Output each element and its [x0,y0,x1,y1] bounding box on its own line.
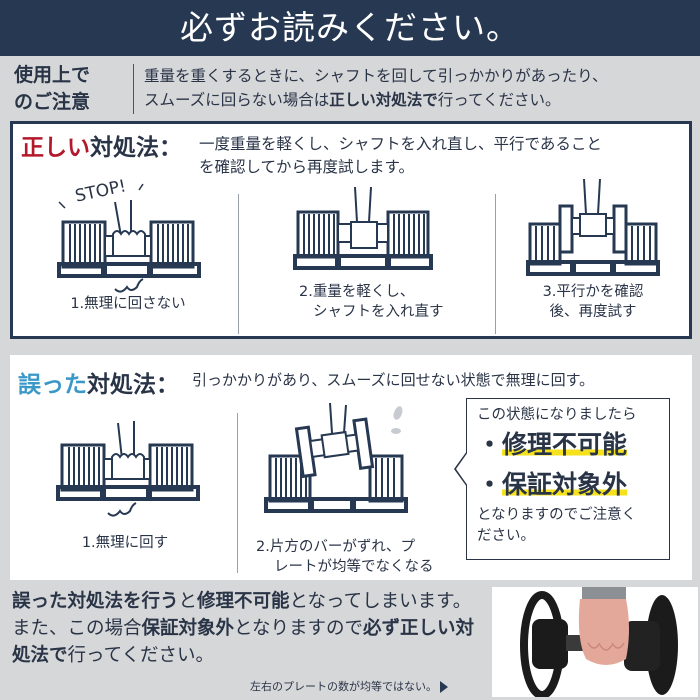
correct-step-1: STOP! 1.無理に回さない [43,174,213,314]
step-caption: 2.片方のバーがずれ、プ [256,539,415,555]
column-divider [237,413,238,573]
column-divider [238,194,239,334]
dumbbell-reinsert-illustration [293,186,433,270]
bottom-emphasis: 誤った対処法を行う [12,591,179,612]
svg-text:STOP!: STOP! [73,176,128,206]
callout-highlight: 修理不可能 [502,430,628,459]
dumbbell-stop-illustration: STOP! [57,176,201,293]
wrong-title-accent: 誤った [18,372,87,398]
callout-item-no-warranty: ・保証対象外 [477,470,628,499]
bottom-text-part: となってしまいます。また、この場合 [12,591,472,639]
wrong-step-2: 2.片方のバーがずれ、プ レートが均等でなくなる [250,401,460,577]
correct-title-accent: 正しい [21,135,90,161]
notice-text-part: 行ってください。 [437,91,561,109]
correct-title-rest: 対処法： [90,135,182,161]
callout-outro-line2: ださい。 [477,528,535,544]
notice-text-line1: 重量を重くするときに、シャフトを回して引っかかりがあったり、 [144,67,608,85]
photo-caption: 左右のプレートの数が均等ではない。 [250,678,448,694]
dumbbell-parallel-illustration [526,178,660,276]
correct-method-panel: 正しい対処法： 一度重量を軽くし、シャフトを入れ直し、平行であること を確認して… [10,121,692,339]
notice-text-line2: スムーズに回らない場合は正しい対処法で行ってください。 [144,88,696,112]
dumbbell-hand-photo-icon [520,587,678,697]
bottom-text-part: と [178,591,198,612]
correct-desc-line2: を確認してから再度試します。 [199,158,414,176]
correct-method-description: 一度重量を軽くし、シャフトを入れ直し、平行であること を確認してから再度試します… [199,133,679,179]
callout-highlight: 保証対象外 [502,470,628,499]
step-caption: レートが均等でなくなる [274,559,434,575]
bottom-emphasis: 必ず正しい対処法で [12,618,474,666]
column-divider [495,194,496,334]
step-caption: 1.無理に回す [81,535,169,551]
page-header: 必ずお読みください。 [0,0,700,56]
bottom-warning-text: 誤った対処法を行うと修理不可能となってしまいます。また、この場合保証対象外となり… [12,588,482,669]
callout-intro: この状態になりましたら [477,407,637,423]
dumbbell-photo [492,587,698,697]
photo-caption-text: 左右のプレートの数が均等ではない。 [250,680,437,693]
bottom-text-part: となりますので [234,618,363,639]
correct-method-title: 正しい対処法： [21,128,182,162]
notice-label-line1: 使用上で [14,64,91,86]
dumbbell-misaligned-illustration [264,402,408,513]
correct-step-3: 3.平行かを確認 後、再度試す [518,174,668,322]
correct-desc-line1: 一度重量を軽くし、シャフトを入れ直し、平行であること [199,135,602,153]
step-caption: シャフトを入れ直す [313,304,444,320]
wrong-method-title: 誤った対処法： [18,365,179,399]
correct-step-2: 2.重量を軽くし、 シャフトを入れ直す [273,182,453,322]
callout-outro-line1: となりますのでご注意く [477,507,637,523]
callout-outro: となりますのでご注意く ださい。 [477,505,669,547]
arrow-right-icon [440,681,448,693]
notice-divider [133,64,134,114]
bottom-text-part: 行ってください。 [67,645,215,666]
bottom-emphasis: 修理不可能 [197,591,290,612]
notice-label: 使用上で のご注意 [14,62,124,116]
wrong-step-1: 1.無理に回す [40,413,210,553]
bottom-emphasis: 保証対象外 [141,618,235,639]
wrong-title-rest: 対処法： [87,372,179,398]
notice-text-emphasis: 正しい対処法で [329,91,438,109]
usage-notice: 使用上で のご注意 重量を重くするときに、シャフトを回して引っかかりがあったり、… [0,56,700,120]
step-caption: 3.平行かを確認 [542,284,644,300]
wrong-method-description: 引っかかりがあり、スムーズに回せない状態で無理に回す。 [192,371,595,389]
page-title: 必ずお読みください。 [180,8,520,47]
warning-callout: この状態になりましたら ・修理不可能 ・保証対象外 となりますのでご注意く ださ… [454,398,670,560]
notice-text-part: スムーズに回らない場合は [144,91,330,109]
dumbbell-force-illustration [56,421,200,517]
notice-label-line2: のご注意 [14,91,91,113]
callout-item-unrepairable: ・修理不可能 [477,430,628,459]
notice-text: 重量を重くするときに、シャフトを回して引っかかりがあったり、 スムーズに回らない… [144,64,696,112]
step-caption: 2.重量を軽くし、 [299,284,415,300]
step-caption: 1.無理に回さない [70,296,186,312]
step-caption: 後、再度試す [549,304,637,320]
